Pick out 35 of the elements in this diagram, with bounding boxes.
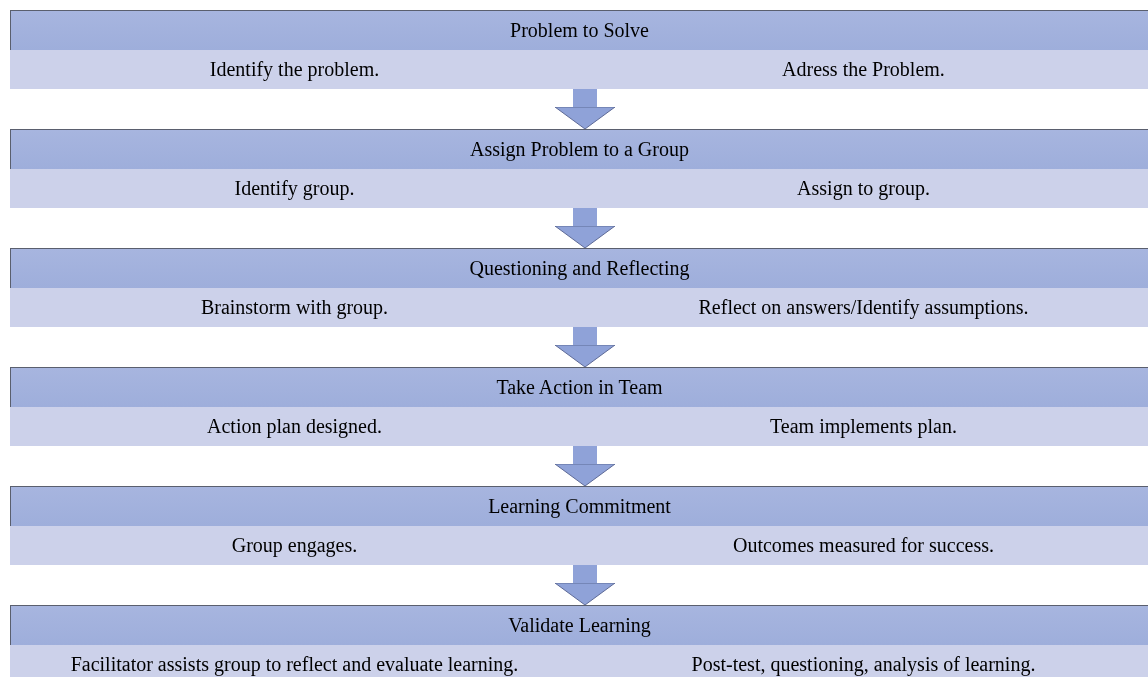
stage-detail-band — [10, 645, 1148, 677]
stage-header-band — [10, 367, 1148, 407]
stage-header-band — [10, 129, 1148, 169]
stage-detail-band — [10, 50, 1148, 89]
stage-step: Reflect on answers/Identify assumptions. — [579, 296, 1148, 319]
stage-detail-band — [10, 526, 1148, 565]
stage-title: Questioning and Reflecting — [469, 257, 690, 280]
stage-step: Identify group. — [10, 177, 579, 200]
stage-step: Action plan designed. — [10, 415, 579, 438]
stage-title: Problem to Solve — [510, 19, 649, 42]
stage-step: Identify the problem. — [10, 58, 579, 81]
stage-step: Post-test, questioning, analysis of learning. — [579, 653, 1148, 676]
stage-detail-band — [10, 407, 1148, 446]
stage-step: Facilitator assists group to reflect and evaluate learning. — [10, 653, 579, 676]
block-arrow — [554, 89, 616, 130]
block-arrow — [554, 327, 616, 368]
stage-title: Learning Commitment — [488, 495, 671, 518]
block-arrow — [554, 208, 616, 249]
stage-title: Validate Learning — [508, 614, 651, 637]
stage-header-band — [10, 605, 1148, 645]
stage-step: Group engages. — [10, 534, 579, 557]
stage-header-band — [10, 10, 1148, 50]
stage-title: Take Action in Team — [496, 376, 663, 399]
stage-title: Assign Problem to a Group — [470, 138, 689, 161]
stage-step: Assign to group. — [579, 177, 1148, 200]
stage-step: Outcomes measured for success. — [579, 534, 1148, 557]
block-arrow — [554, 565, 616, 606]
stage-detail-band — [10, 288, 1148, 327]
block-arrow — [554, 446, 616, 487]
stage-header-band — [10, 248, 1148, 288]
stage-step: Brainstorm with group. — [10, 296, 579, 319]
stage-step: Team implements plan. — [579, 415, 1148, 438]
stage-detail-band — [10, 169, 1148, 208]
stage-step: Adress the Problem. — [579, 58, 1148, 81]
stage-header-band — [10, 486, 1148, 526]
